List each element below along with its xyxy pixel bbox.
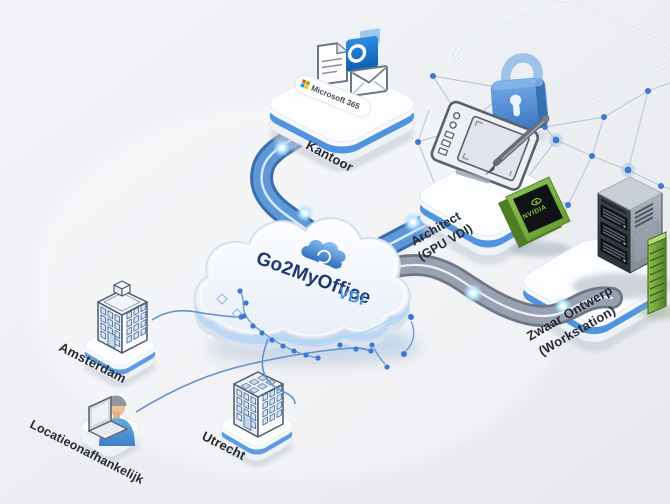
nvidia-chip-icon: NVIDIA [498, 176, 571, 257]
cloud-sync-icon [301, 239, 346, 269]
person-laptop-icon [87, 395, 135, 446]
stylus-icon [485, 114, 550, 175]
microsoft-logo [300, 79, 311, 90]
envelope-icon [350, 65, 388, 97]
pipe-cloud-workstation [367, 253, 623, 327]
document-icon [317, 42, 348, 87]
drawing-tablet-icon [430, 100, 550, 191]
office-building-utrecht-icon [233, 371, 284, 438]
office-building-amsterdam-icon [97, 280, 148, 354]
gpu-card-icon [638, 231, 670, 319]
cloud-go2myoffice: Go2MyOffice VDI [193, 217, 421, 367]
outlook-icon [346, 28, 380, 72]
circuit-dots [237, 288, 414, 370]
pipe-glow-dots [273, 139, 572, 315]
